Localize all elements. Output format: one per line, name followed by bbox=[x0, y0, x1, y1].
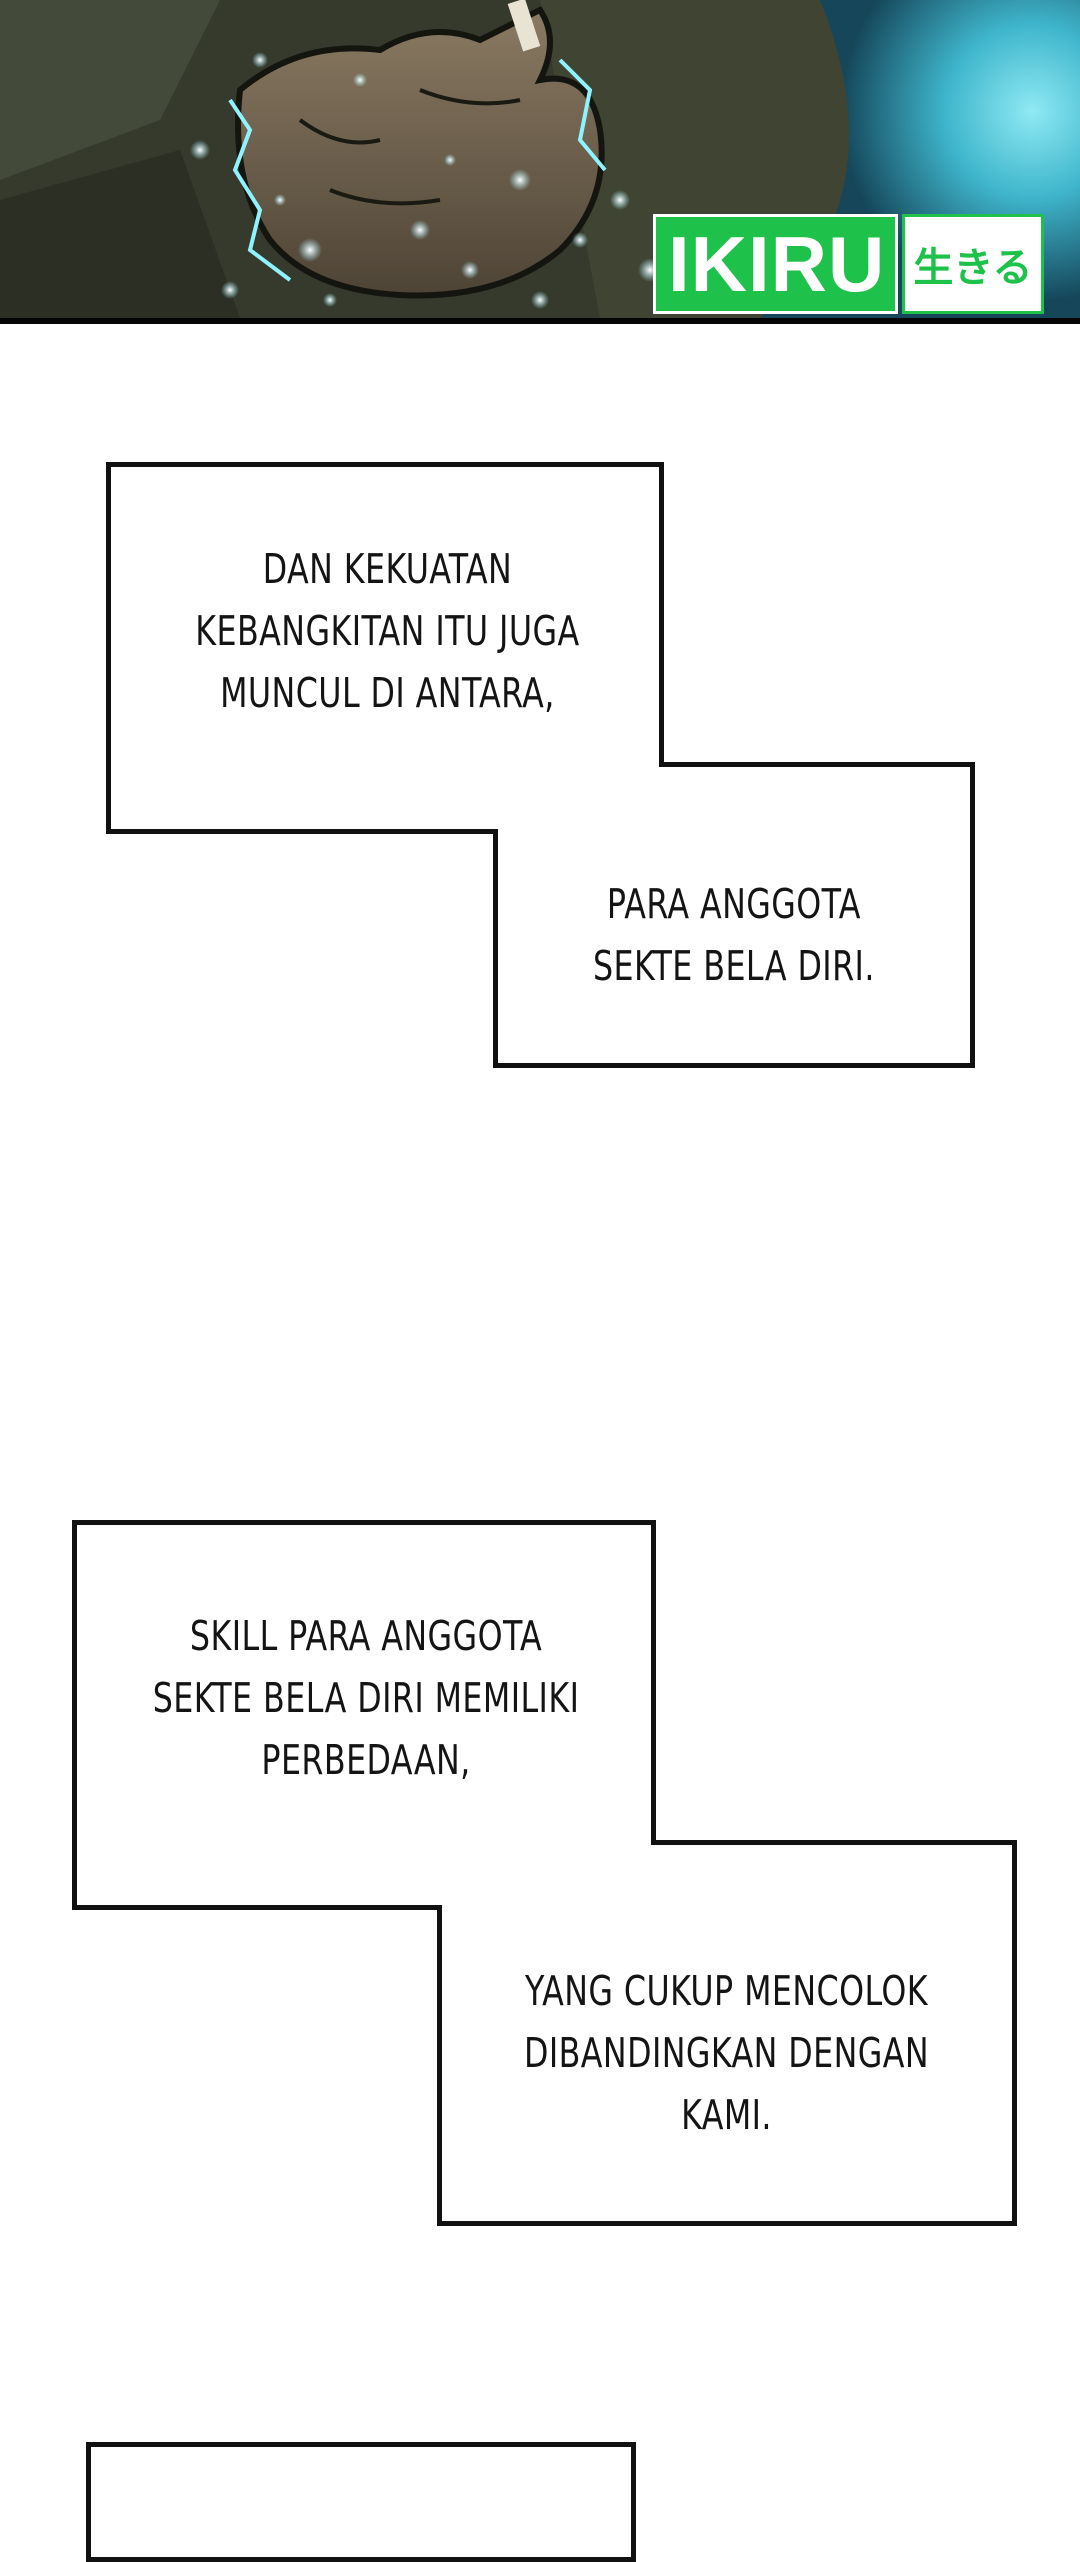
ikiru-watermark: IKIRU 生きる bbox=[653, 214, 1044, 314]
watermark-brand-jp: 生きる bbox=[902, 214, 1044, 314]
narration-box-2a: SKILL PARA ANGGOTA SEKTE BELA DIRI MEMIL… bbox=[72, 1520, 656, 1910]
narration-text-1a: DAN KEKUATAN KEBANGKITAN ITU JUGA MUNCUL… bbox=[195, 544, 580, 717]
narration-box-partial bbox=[86, 2442, 636, 2562]
watermark-brand: IKIRU bbox=[653, 214, 899, 314]
panel-border bbox=[0, 318, 1080, 324]
comic-panel-hand-aura: IKIRU 生きる bbox=[0, 0, 1080, 318]
narration-text-2a: SKILL PARA ANGGOTA SEKTE BELA DIRI MEMIL… bbox=[153, 1611, 580, 1784]
narration-text-2b: YANG CUKUP MENCOLOK DIBANDINGKAN DENGAN … bbox=[524, 1967, 930, 2139]
narration-box-1a: DAN KEKUATAN KEBANGKITAN ITU JUGA MUNCUL… bbox=[106, 462, 664, 834]
narration-text-1b: PARA ANGGOTA SEKTE BELA DIRI. bbox=[593, 880, 875, 990]
